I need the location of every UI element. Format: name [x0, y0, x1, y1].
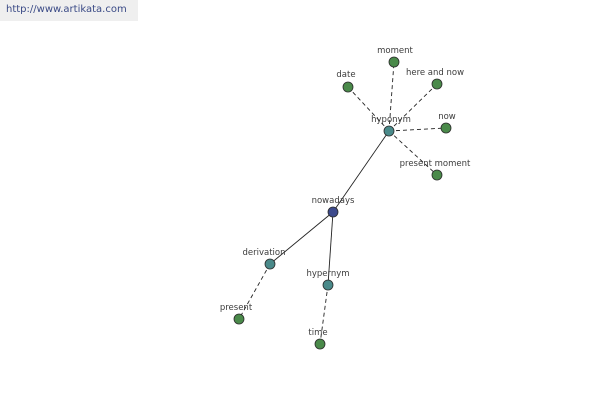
node-derivation[interactable]	[264, 258, 276, 270]
edge-derivation-to-present	[238, 263, 271, 320]
node-label-here-and-now: here and now	[406, 68, 464, 78]
edge-hyponym-to-date	[347, 86, 390, 132]
node-hyponym[interactable]	[383, 125, 395, 137]
edge-nowadays-to-hyponym	[332, 130, 390, 213]
node-label-derivation: derivation	[242, 248, 285, 258]
node-here-and-now[interactable]	[431, 78, 443, 90]
edges-layer	[238, 61, 447, 345]
labels-layer: nowadays hyponym derivation hypernym moment d…	[220, 46, 471, 338]
edge-nowadays-to-derivation	[269, 211, 334, 265]
edge-nowadays-to-hypernym	[327, 211, 334, 286]
node-label-nowadays: nowadays	[312, 196, 355, 206]
edge-hyponym-to-moment	[388, 61, 395, 132]
edge-hyponym-to-now	[388, 127, 447, 132]
node-label-moment: moment	[377, 46, 413, 56]
node-hypernym[interactable]	[322, 279, 334, 291]
site-url-banner[interactable]: http://www.artikata.com	[0, 0, 138, 21]
node-label-present-moment: present moment	[400, 159, 471, 169]
node-label-present: present	[220, 303, 253, 313]
node-moment[interactable]	[388, 56, 400, 68]
node-label-now: now	[438, 112, 456, 122]
node-label-hyponym: hyponym	[371, 115, 411, 125]
node-present[interactable]	[233, 313, 245, 325]
nodes-layer	[233, 56, 452, 350]
site-url-text: http://www.artikata.com	[6, 4, 127, 15]
node-label-hypernym: hypernym	[306, 269, 349, 279]
node-nowadays[interactable]	[327, 206, 339, 218]
edge-hyponym-to-present-moment	[388, 130, 438, 176]
node-now[interactable]	[440, 122, 452, 134]
edge-hypernym-to-time	[319, 284, 329, 345]
node-time[interactable]	[314, 338, 326, 350]
node-date[interactable]	[342, 81, 354, 93]
node-present-moment[interactable]	[431, 169, 443, 181]
node-label-date: date	[336, 70, 355, 80]
node-label-time: time	[308, 328, 327, 338]
